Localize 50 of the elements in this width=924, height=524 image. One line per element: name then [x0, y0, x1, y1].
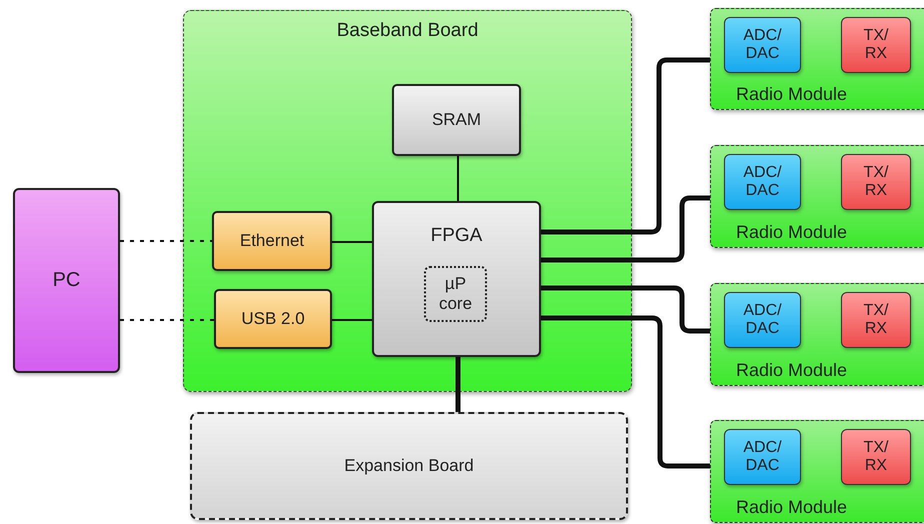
connector-line [456, 357, 460, 412]
box-label: TX/ RX [862, 438, 890, 476]
core-box [424, 266, 487, 322]
connector-line [332, 241, 372, 243]
heading-label: Radio Module [736, 84, 848, 105]
module-panel [710, 283, 924, 386]
converter-box [724, 17, 801, 73]
transceiver-box [841, 429, 911, 485]
connector-line [541, 58, 710, 234]
box-label: ADC/ DAC [742, 302, 783, 338]
module-panel [710, 420, 924, 523]
heading-label: Radio Module [736, 360, 848, 381]
box-label: TX/ RX [862, 26, 890, 64]
heading-label: Radio Module [736, 497, 848, 518]
converter-box [724, 429, 801, 485]
dotted-connector [120, 319, 214, 321]
heading-label: Baseband Board [336, 20, 478, 42]
memory-box [392, 84, 521, 156]
heading-label: Radio Module [736, 222, 848, 243]
dotted-connector [120, 240, 212, 242]
connector-line [457, 156, 459, 201]
computer-box [13, 188, 120, 373]
connector-line [541, 196, 710, 262]
box-label: ADC/ DAC [742, 438, 783, 476]
box-label: ADC/ DAC [742, 164, 783, 200]
box-label: TX/ RX [862, 302, 890, 338]
connector-line [541, 286, 710, 334]
converter-box [724, 292, 801, 348]
box-label: USB 2.0 [241, 309, 305, 329]
transceiver-box [841, 292, 911, 348]
heading-label: Expansion Board [344, 456, 474, 476]
converter-box [724, 154, 801, 210]
transceiver-box [841, 17, 911, 73]
board-panel [183, 10, 632, 392]
interface-box [214, 289, 332, 349]
module-panel [710, 145, 924, 248]
box-label: µP core [438, 274, 474, 314]
chip-box [372, 201, 541, 357]
box-label: SRAM [432, 110, 482, 130]
module-panel [710, 8, 924, 110]
interface-box [212, 211, 332, 271]
box-label: Ethernet [240, 231, 304, 251]
heading-label: FPGA [430, 225, 482, 247]
connector-line [541, 316, 710, 468]
board-panel [190, 412, 628, 520]
box-label: TX/ RX [862, 164, 890, 200]
transceiver-box [841, 154, 911, 210]
box-label: ADC/ DAC [742, 26, 783, 64]
box-label: PC [52, 269, 80, 292]
connector-line [332, 319, 372, 321]
